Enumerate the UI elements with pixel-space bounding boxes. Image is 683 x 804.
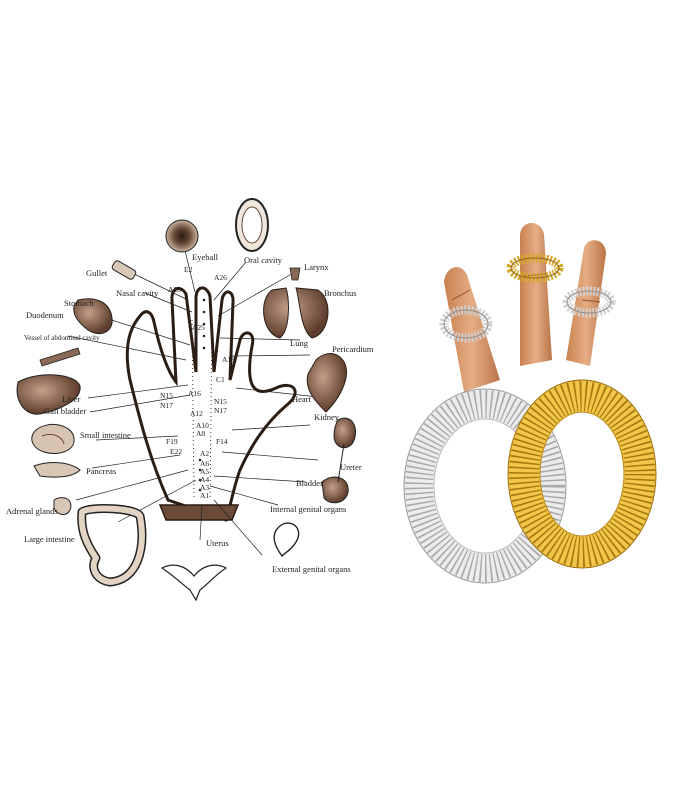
label-gall-bladder: Gall bladder — [44, 406, 86, 416]
svg-text:N17: N17 — [214, 406, 227, 415]
gullet-drawing — [111, 260, 137, 280]
finger-left — [444, 267, 500, 392]
heart-drawing — [306, 353, 347, 413]
adrenal-drawing — [53, 497, 72, 515]
ring-photo — [403, 222, 657, 584]
svg-text:A2: A2 — [200, 449, 209, 458]
svg-text:A8: A8 — [196, 429, 205, 438]
label-large-intestine: Large intestine — [24, 534, 75, 544]
svg-text:E22: E22 — [170, 447, 182, 456]
svg-text:A3: A3 — [200, 483, 209, 492]
liver-drawing — [16, 374, 81, 415]
label-larynx: Larynx — [304, 262, 329, 272]
uterus-drawing — [160, 564, 228, 602]
svg-text:A25: A25 — [192, 323, 205, 332]
svg-text:A16: A16 — [188, 389, 201, 398]
leader-lines — [67, 237, 319, 556]
label-stomach: Stomach — [64, 298, 94, 308]
label-gullet: Gullet — [86, 268, 108, 278]
svg-text:A1: A1 — [200, 491, 209, 500]
label-liver: Liver — [62, 394, 81, 404]
label-bronchus: Bronchus — [324, 288, 357, 298]
finger-rings — [439, 253, 616, 343]
label-nasal-cavity: Nasal cavity — [116, 288, 159, 298]
label-oral-cavity: Oral cavity — [244, 255, 283, 265]
organ-labels: Eyeball Oral cavity Larynx Bronchus Gull… — [6, 252, 374, 574]
small-intestine-drawing — [31, 423, 75, 454]
lung-drawing — [263, 287, 329, 339]
label-pancreas: Pancreas — [86, 466, 116, 476]
svg-text:A5: A5 — [200, 467, 209, 476]
svg-text:A10: A10 — [196, 421, 209, 430]
svg-text:N15: N15 — [214, 397, 227, 406]
label-lung: Lung — [290, 338, 309, 348]
svg-text:A6: A6 — [200, 459, 209, 468]
hand-outline — [125, 286, 297, 522]
svg-text:A12: A12 — [190, 409, 203, 418]
larynx-drawing — [289, 267, 301, 281]
wrist-band — [158, 504, 240, 521]
label-internal-genital: Internal genital organs — [270, 504, 346, 514]
label-duodenum: Duodenum — [26, 310, 64, 320]
label-bladder: Bladder — [296, 478, 323, 488]
svg-text:A28: A28 — [168, 285, 181, 294]
svg-text:N15: N15 — [160, 391, 173, 400]
finger-right — [566, 240, 606, 366]
svg-text:E2: E2 — [184, 265, 193, 274]
kidney-drawing — [333, 417, 356, 449]
external-genital-drawing — [273, 522, 300, 558]
eyeball-drawing — [165, 219, 199, 253]
svg-text:C1: C1 — [216, 375, 225, 384]
vessel-drawing — [39, 347, 81, 367]
svg-text:A4: A4 — [200, 475, 209, 484]
point-dots — [194, 298, 206, 492]
bladder-drawing — [321, 476, 349, 504]
label-small-intestine: Small intestine — [80, 430, 131, 440]
label-adrenal-glands: Adrenal glands — [6, 506, 58, 516]
label-pericardium: Pericardium — [332, 344, 374, 354]
label-eyeball: Eyeball — [192, 252, 219, 262]
svg-text:A18: A18 — [222, 355, 235, 364]
svg-text:F19: F19 — [166, 437, 178, 446]
stomach-drawing — [73, 298, 113, 334]
label-ureter: Ureter — [340, 462, 362, 472]
svg-text:F14: F14 — [216, 437, 228, 446]
hand-diagram: Eyeball Oral cavity Larynx Bronchus Gull… — [6, 198, 374, 602]
label-uterus: Uterus — [206, 538, 229, 548]
point-labels: E2 A26 A28 A25 A18 C1 A16 N15 N17 N15 N1… — [160, 265, 235, 500]
finger-middle — [520, 222, 552, 366]
svg-text:N17: N17 — [160, 401, 173, 410]
label-external-genital: External genital organs — [272, 564, 351, 574]
pancreas-drawing — [33, 462, 81, 478]
label-heart: Heart — [292, 394, 312, 404]
large-silver-ring — [403, 388, 567, 584]
large-gold-ring — [507, 379, 657, 569]
svg-text:A26: A26 — [214, 273, 227, 282]
organ-drawings — [16, 198, 356, 602]
label-vessel: Vessel of abdominal cavity — [24, 334, 100, 342]
label-kidney: Kidney — [314, 412, 340, 422]
